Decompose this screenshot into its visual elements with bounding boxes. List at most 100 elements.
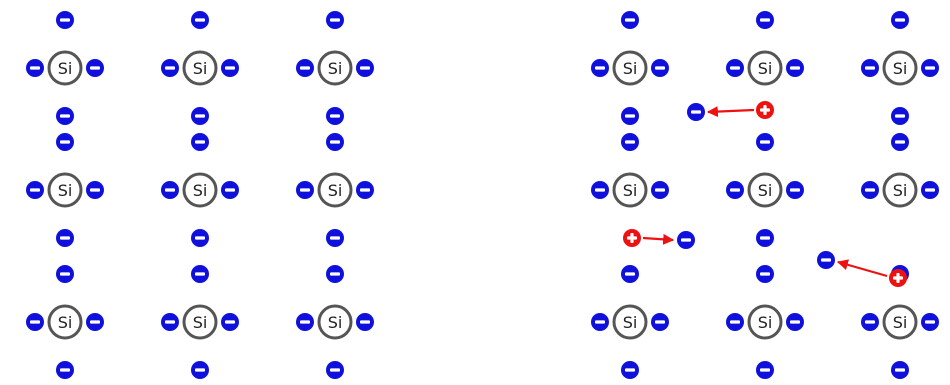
silicon-atom: Si	[317, 50, 353, 86]
hole-icon	[889, 269, 907, 287]
atom-label: Si	[58, 313, 73, 332]
electron-icon	[296, 313, 314, 331]
silicon-atom: Si	[317, 172, 353, 208]
electron-icon	[296, 59, 314, 77]
silicon-atom: Si	[747, 172, 783, 208]
electron-icon	[56, 361, 74, 379]
electron-icon	[651, 59, 669, 77]
electron-icon	[591, 59, 609, 77]
hole-icon	[623, 229, 641, 247]
atom-label: Si	[758, 59, 773, 78]
electron-icon	[86, 181, 104, 199]
silicon-atom: Si	[182, 50, 218, 86]
electron-icon	[326, 11, 344, 29]
silicon-atom: Si	[47, 50, 83, 86]
atom-label: Si	[193, 181, 208, 200]
electron-icon	[161, 181, 179, 199]
electron-icon	[191, 229, 209, 247]
silicon-atom: Si	[747, 50, 783, 86]
electron-icon	[326, 361, 344, 379]
electron-icon	[191, 361, 209, 379]
hole-motion-arrow	[836, 259, 888, 278]
electron-icon	[161, 313, 179, 331]
electron-icon	[161, 59, 179, 77]
electron-icon	[221, 313, 239, 331]
atom-label: Si	[58, 181, 73, 200]
electron-icon	[26, 181, 44, 199]
electron-icon	[817, 251, 835, 269]
atom-label: Si	[758, 313, 773, 332]
electron-icon	[726, 313, 744, 331]
electron-icon	[356, 181, 374, 199]
silicon-atom: Si	[882, 172, 918, 208]
electron-icon	[861, 313, 879, 331]
electron-icon	[296, 181, 314, 199]
electron-icon	[651, 181, 669, 199]
silicon-atom: Si	[182, 304, 218, 340]
electron-icon	[26, 313, 44, 331]
electron-icon	[621, 265, 639, 283]
electron-icon	[921, 59, 939, 77]
electron-icon	[591, 313, 609, 331]
electron-icon	[621, 133, 639, 151]
electron-icon	[621, 361, 639, 379]
atom-label: Si	[328, 181, 343, 200]
hole-motion-arrow	[642, 233, 675, 245]
electron-icon	[221, 181, 239, 199]
electron-icon	[326, 265, 344, 283]
atom-label: Si	[758, 181, 773, 200]
atom-label: Si	[623, 59, 638, 78]
atom-label: Si	[193, 313, 208, 332]
electron-icon	[756, 11, 774, 29]
electron-icon	[921, 313, 939, 331]
silicon-atom: Si	[47, 304, 83, 340]
electron-icon	[756, 133, 774, 151]
electron-icon	[786, 59, 804, 77]
electron-icon	[56, 107, 74, 125]
electron-icon	[326, 133, 344, 151]
silicon-atom: Si	[882, 50, 918, 86]
electron-icon	[786, 181, 804, 199]
silicon-atom: Si	[612, 304, 648, 340]
atom-label: Si	[58, 59, 73, 78]
atom-label: Si	[623, 181, 638, 200]
atom-label: Si	[893, 181, 908, 200]
electron-icon	[56, 265, 74, 283]
silicon-atom: Si	[47, 172, 83, 208]
electron-icon	[191, 133, 209, 151]
electron-icon	[891, 11, 909, 29]
electron-icon	[56, 133, 74, 151]
silicon-atom: Si	[747, 304, 783, 340]
electron-icon	[621, 107, 639, 125]
atom-label: Si	[893, 59, 908, 78]
electron-icon	[687, 103, 705, 121]
electron-icon	[221, 59, 239, 77]
hole-motion-arrow	[706, 106, 755, 118]
electron-icon	[891, 361, 909, 379]
atom-label: Si	[623, 313, 638, 332]
electron-icon	[191, 107, 209, 125]
silicon-atom: Si	[612, 172, 648, 208]
electron-icon	[26, 59, 44, 77]
electron-icon	[891, 133, 909, 151]
electron-icon	[756, 229, 774, 247]
silicon-atom: Si	[182, 172, 218, 208]
electron-icon	[326, 229, 344, 247]
electron-icon	[356, 313, 374, 331]
atom-label: Si	[193, 59, 208, 78]
silicon-atom: Si	[317, 304, 353, 340]
silicon-atom: Si	[882, 304, 918, 340]
electron-icon	[621, 11, 639, 29]
electron-icon	[921, 181, 939, 199]
electron-icon	[326, 107, 344, 125]
electron-icon	[726, 59, 744, 77]
electron-icon	[56, 11, 74, 29]
electron-icon	[726, 181, 744, 199]
atom-label: Si	[328, 313, 343, 332]
hole-icon	[756, 101, 774, 119]
atom-label: Si	[328, 59, 343, 78]
electron-icon	[356, 59, 374, 77]
electron-icon	[86, 313, 104, 331]
